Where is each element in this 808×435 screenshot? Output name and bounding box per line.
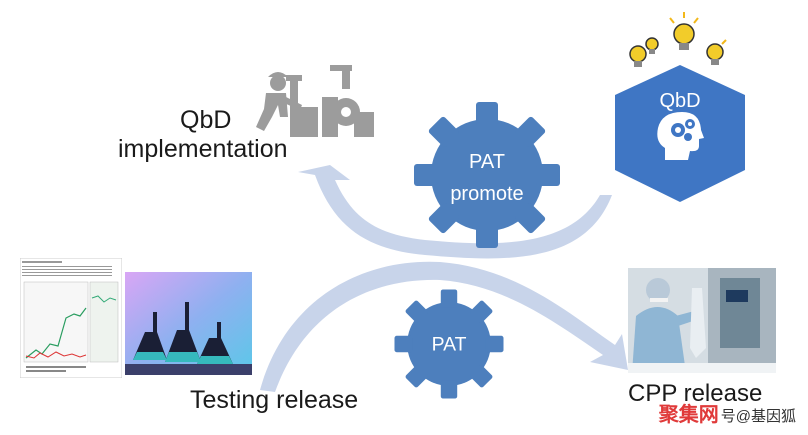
brain-gears-icon (657, 112, 704, 160)
qbd-hexagon: QbD (615, 12, 745, 202)
cpp-release-label: CPP release (628, 380, 763, 407)
arrow-to-cpp-release (260, 261, 628, 392)
qbd-implementation-line1: QbD (180, 106, 232, 134)
pat-promote-line1: PAT (469, 151, 505, 173)
watermark-text: 号@基因狐 (720, 408, 796, 425)
pat-promote-line2: promote (450, 183, 523, 205)
qbd-implementation-line2: implementation (118, 134, 288, 163)
study-documentation-chart (20, 258, 122, 378)
pat-promote-gear: PAT promote (414, 102, 560, 248)
lightbulb-icon (629, 12, 727, 67)
watermark-brand: 聚集网 (658, 404, 719, 426)
watermark: 聚集网号@基因狐 (659, 398, 796, 427)
arrow-to-qbd-implementation (298, 165, 612, 259)
pat-label: PAT (432, 334, 467, 356)
qbd-hex-label: QbD (659, 90, 700, 112)
qbd-implementation-label: QbD implementation (118, 106, 288, 164)
worker-gears-icon (256, 65, 374, 137)
lab-glassware-photo (125, 272, 252, 375)
cleanroom-operator-photo (628, 268, 776, 373)
testing-release-label: Testing release (190, 386, 359, 414)
pat-gear: PAT (394, 289, 504, 399)
